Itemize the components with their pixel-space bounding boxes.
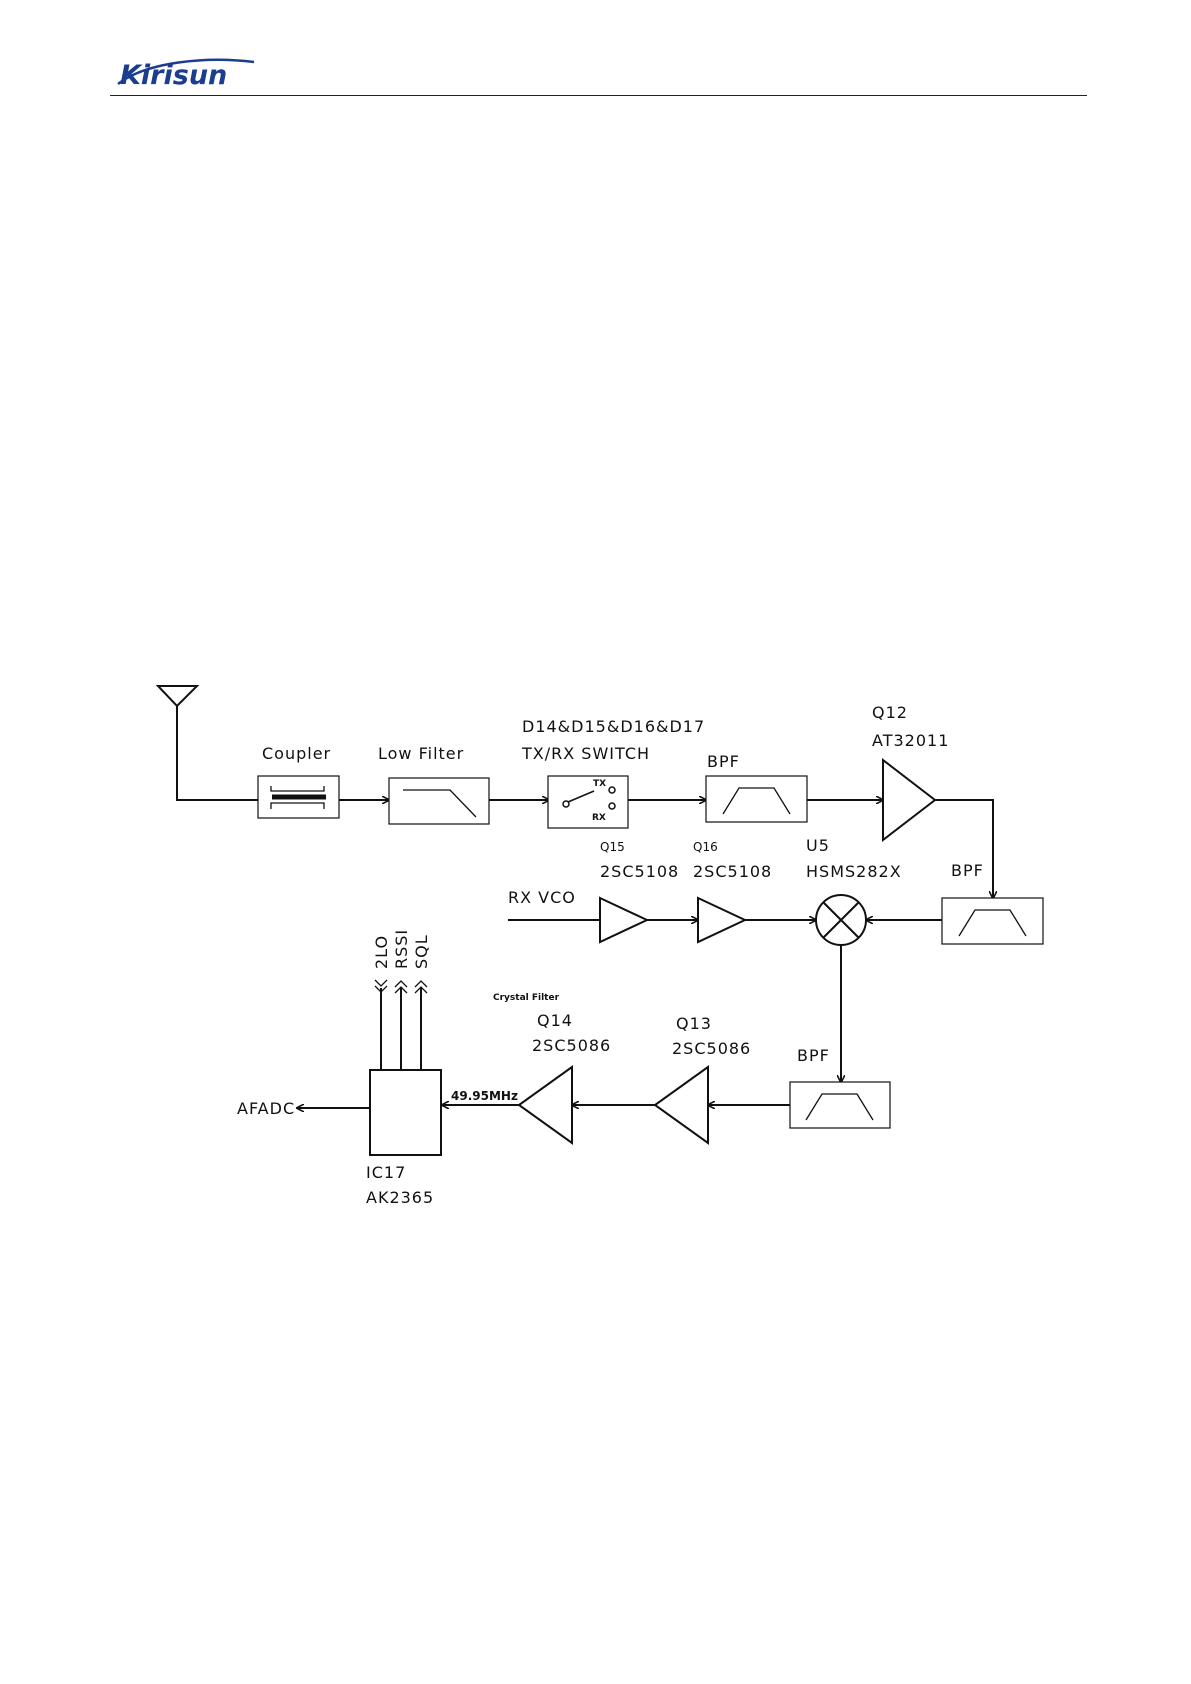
wire-q12-bpf2 (935, 800, 993, 898)
antenna-icon (158, 686, 258, 800)
q13-ref-label: Q13 (676, 1014, 712, 1033)
ic17-part-label: AK2365 (366, 1188, 434, 1207)
q13-amplifier: Q13 2SC5086 (655, 1014, 751, 1143)
q15-part-label: 2SC5108 (600, 862, 679, 881)
q16-part-label: 2SC5108 (693, 862, 772, 881)
coupler-block: Coupler (258, 744, 339, 818)
freq-label: 49.95MHz (451, 1089, 518, 1103)
switch-ref-label: D14&D15&D16&D17 (522, 717, 705, 736)
switch-tx-label: TX (593, 779, 606, 789)
q14-part-label: 2SC5086 (532, 1036, 611, 1055)
u5-part-label: HSMS282X (806, 862, 902, 881)
crystal-filter-label: Crystal Filter (493, 993, 560, 1003)
q15-ref-label: Q15 (600, 840, 625, 854)
bpf1-label: BPF (707, 752, 740, 771)
q16-amplifier: Q16 2SC5108 (693, 840, 772, 942)
switch-name-label: TX/RX SWITCH (521, 744, 650, 763)
rx-vco-label: RX VCO (508, 888, 576, 907)
q12-amplifier: Q12 AT32011 (872, 703, 949, 840)
txrx-switch-block: D14&D15&D16&D17 TX/RX SWITCH TX RX (521, 717, 705, 828)
low-filter-label: Low Filter (378, 744, 464, 763)
ic17-ref-label: IC17 (366, 1163, 406, 1182)
sig-rssi-label: RSSI (392, 929, 411, 969)
sig-2lo-label: 2LO (372, 935, 391, 969)
switch-rx-label: RX (592, 813, 606, 823)
ic17-block: IC17 AK2365 (366, 1070, 441, 1207)
q14-amplifier: Crystal Filter Q14 2SC5086 (493, 993, 611, 1143)
afadc-label: AFADC (237, 1099, 295, 1118)
q16-ref-label: Q16 (693, 840, 718, 854)
q13-part-label: 2SC5086 (672, 1039, 751, 1058)
bpf1-block: BPF (706, 752, 807, 822)
q15-amplifier: Q15 2SC5108 (600, 840, 679, 942)
q12-part-label: AT32011 (872, 731, 949, 750)
coupler-label: Coupler (262, 744, 331, 763)
u5-mixer: U5 HSMS282X (806, 836, 902, 945)
ic17-signal-lines: 2LO RSSI SQL (372, 929, 431, 1070)
u5-ref-label: U5 (806, 836, 830, 855)
bpf2-label: BPF (951, 861, 984, 880)
bpf3-label: BPF (797, 1046, 830, 1065)
q12-ref-label: Q12 (872, 703, 908, 722)
low-filter-block: Low Filter (378, 744, 489, 824)
q14-ref-label: Q14 (537, 1011, 573, 1030)
sig-sql-label: SQL (412, 934, 431, 969)
